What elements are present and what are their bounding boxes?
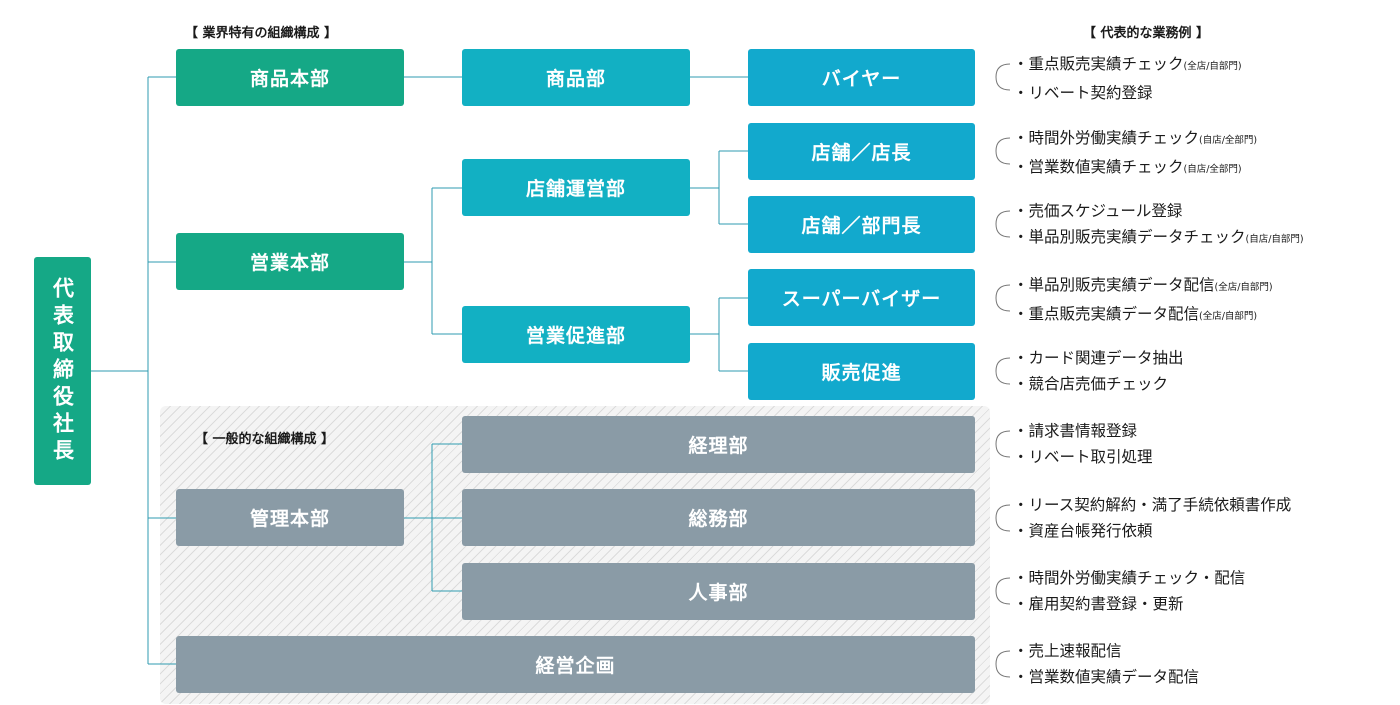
- example-item: ・時間外労働実績チェック(自店/全部門): [1013, 125, 1398, 154]
- example-item: ・リベート契約登録: [1013, 80, 1398, 106]
- example-text: ・営業数値実績チェック: [1013, 158, 1184, 176]
- example-item: ・競合店売価チェック: [1013, 371, 1398, 397]
- examples-supervisor: ・単品別販売実績データ配信(全店/自部門) ・重点販売実績データ配信(全店/自部…: [1013, 272, 1398, 330]
- example-text: ・単品別販売実績データ配信: [1013, 276, 1215, 294]
- example-item: ・売上速報配信: [1013, 638, 1398, 664]
- example-item: ・営業数値実績データ配信: [1013, 664, 1398, 690]
- buyer-box: バイヤー: [748, 49, 975, 106]
- merchandise-dept-box: 商品部: [462, 49, 690, 106]
- store-manager-box: 店舗／店長: [748, 123, 975, 180]
- example-item: ・資産台帳発行依頼: [1013, 518, 1398, 544]
- example-text: ・営業数値実績データ配信: [1013, 668, 1200, 686]
- example-note: (全店/自部門): [1214, 282, 1273, 293]
- examples-accounting: ・請求書情報登録 ・リベート取引処理: [1013, 418, 1398, 470]
- general-structure-label: 【 一般的な組織構成 】: [195, 432, 335, 447]
- example-item: ・単品別販売実績データチェック(自店/自部門): [1013, 224, 1398, 253]
- example-item: ・リース契約解約・満了手続依頼書作成: [1013, 492, 1398, 518]
- example-note: (全店/自部門): [1199, 311, 1258, 322]
- promotion-box: 販売促進: [748, 343, 975, 400]
- example-text: ・重点販売実績データ配信: [1013, 305, 1200, 323]
- example-text: ・請求書情報登録: [1013, 422, 1138, 440]
- general-affairs-dept-box: 総務部: [462, 489, 975, 546]
- merchandise-hq-box: 商品本部: [176, 49, 404, 106]
- example-item: ・リベート取引処理: [1013, 444, 1398, 470]
- examples-hr: ・時間外労働実績チェック・配信 ・雇用契約書登録・更新: [1013, 565, 1398, 617]
- accounting-dept-box: 経理部: [462, 416, 975, 473]
- sales-hq-box: 営業本部: [176, 233, 404, 290]
- example-text: ・売上速報配信: [1013, 642, 1122, 660]
- example-item: ・営業数値実績チェック(自店/全部門): [1013, 154, 1398, 183]
- example-item: ・雇用契約書登録・更新: [1013, 591, 1398, 617]
- examples-header: 【 代表的な業務例 】: [1083, 26, 1210, 41]
- example-text: ・競合店売価チェック: [1013, 375, 1169, 393]
- example-note: (自店/全部門): [1183, 164, 1242, 175]
- example-item: ・重点販売実績データ配信(全店/自部門): [1013, 301, 1398, 330]
- example-text: ・カード関連データ抽出: [1013, 349, 1184, 367]
- example-item: ・請求書情報登録: [1013, 418, 1398, 444]
- example-item: ・重点販売実績チェック(全店/自部門): [1013, 51, 1398, 80]
- example-text: ・重点販売実績チェック: [1013, 55, 1184, 73]
- examples-section-manager: ・売価スケジュール登録 ・単品別販売実績データチェック(自店/自部門): [1013, 198, 1398, 253]
- example-text: ・単品別販売実績データチェック: [1013, 228, 1246, 246]
- example-item: ・単品別販売実績データ配信(全店/自部門): [1013, 272, 1398, 301]
- hr-dept-box: 人事部: [462, 563, 975, 620]
- example-text: ・リベート契約登録: [1013, 84, 1153, 102]
- store-ops-dept-box: 店舗運営部: [462, 159, 690, 216]
- example-text: ・リース契約解約・満了手続依頼書作成: [1013, 496, 1292, 514]
- example-item: ・売価スケジュール登録: [1013, 198, 1398, 224]
- examples-store-manager: ・時間外労働実績チェック(自店/全部門) ・営業数値実績チェック(自店/全部門): [1013, 125, 1398, 183]
- examples-general-affairs: ・リース契約解約・満了手続依頼書作成 ・資産台帳発行依頼: [1013, 492, 1398, 544]
- example-text: ・リベート取引処理: [1013, 448, 1153, 466]
- example-text: ・時間外労働実績チェック・配信: [1013, 569, 1246, 587]
- ceo-box: 代表取締役社長: [34, 257, 91, 485]
- example-text: ・売価スケジュール登録: [1013, 202, 1183, 220]
- example-text: ・時間外労働実績チェック: [1013, 129, 1200, 147]
- example-text: ・資産台帳発行依頼: [1013, 522, 1153, 540]
- example-item: ・カード関連データ抽出: [1013, 345, 1398, 371]
- supervisor-box: スーパーバイザー: [748, 269, 975, 326]
- industry-structure-label: 【 業界特有の組織構成 】: [185, 26, 338, 41]
- planning-box: 経営企画: [176, 636, 975, 693]
- example-text: ・雇用契約書登録・更新: [1013, 595, 1184, 613]
- section-manager-box: 店舗／部門長: [748, 196, 975, 253]
- examples-promotion: ・カード関連データ抽出 ・競合店売価チェック: [1013, 345, 1398, 397]
- example-note: (自店/自部門): [1245, 234, 1304, 245]
- examples-buyer: ・重点販売実績チェック(全店/自部門) ・リベート契約登録: [1013, 51, 1398, 106]
- example-item: ・時間外労働実績チェック・配信: [1013, 565, 1398, 591]
- admin-hq-box: 管理本部: [176, 489, 404, 546]
- examples-planning: ・売上速報配信 ・営業数値実績データ配信: [1013, 638, 1398, 690]
- example-note: (全店/自部門): [1183, 61, 1242, 72]
- example-note: (自店/全部門): [1199, 135, 1258, 146]
- sales-promo-dept-box: 営業促進部: [462, 306, 690, 363]
